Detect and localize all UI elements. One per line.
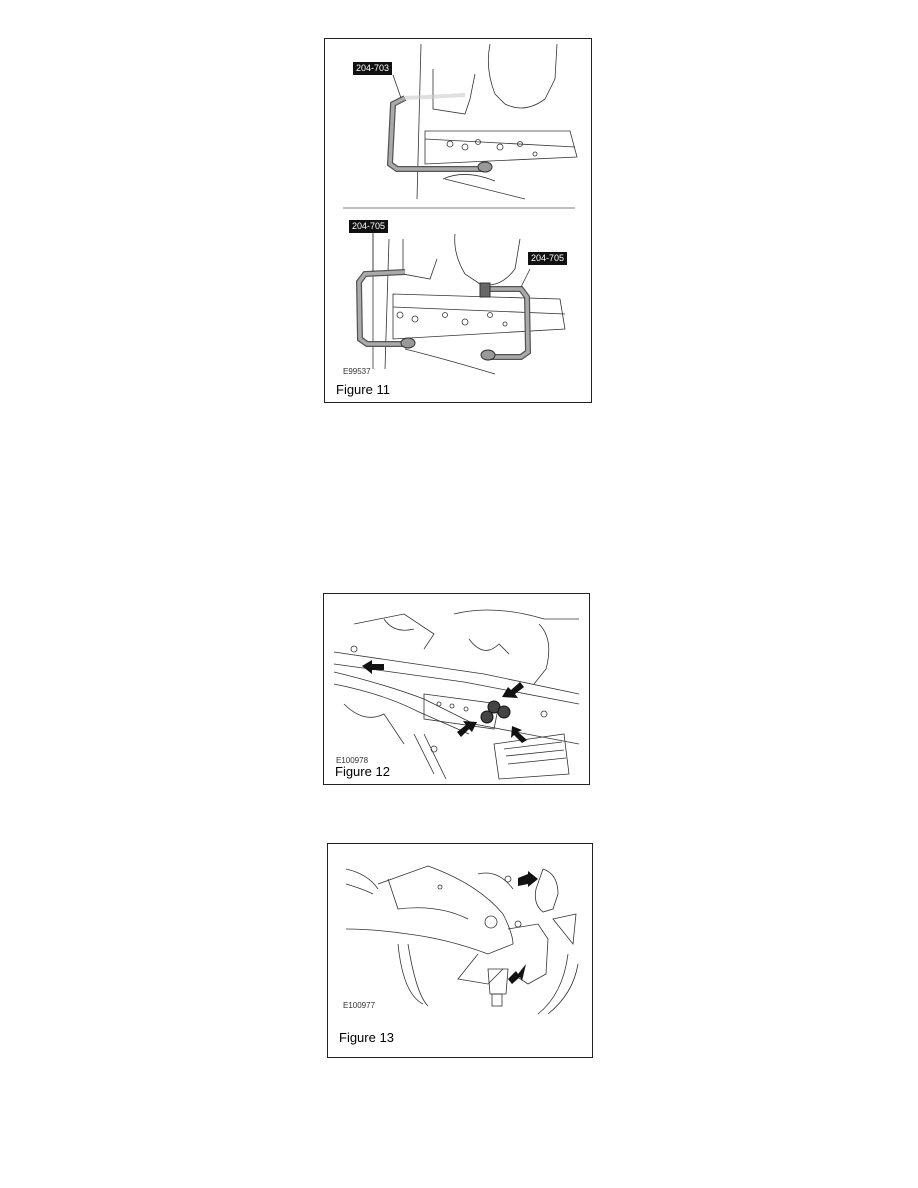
image-code: E99537 — [343, 367, 371, 376]
figure-12: E100978 Figure 12 — [323, 593, 590, 785]
image-code: E100977 — [343, 1001, 376, 1010]
callout-tool-204-705-right: 204-705 — [528, 252, 568, 265]
figure-caption: Figure 13 — [339, 1030, 394, 1045]
image-code: E100978 — [336, 756, 369, 765]
figure-caption: Figure 12 — [335, 764, 390, 779]
illustration-stabilizer-tools — [343, 43, 578, 375]
callout-tool-204-705-left: 204-705 — [349, 220, 389, 233]
figure-13: E100977 Figure 13 — [327, 843, 593, 1058]
figure-caption: Figure 11 — [336, 382, 390, 397]
arrow-icon — [508, 871, 538, 984]
illustration-crossmember-bolts — [333, 609, 580, 780]
figure-11: 204-703 204-705 204-705 E99537 Figure 11 — [324, 38, 592, 403]
callout-tool-204-703: 204-703 — [353, 62, 393, 75]
illustration-lower-arm-balljoint — [345, 865, 579, 1015]
arrow-icon — [362, 660, 527, 743]
